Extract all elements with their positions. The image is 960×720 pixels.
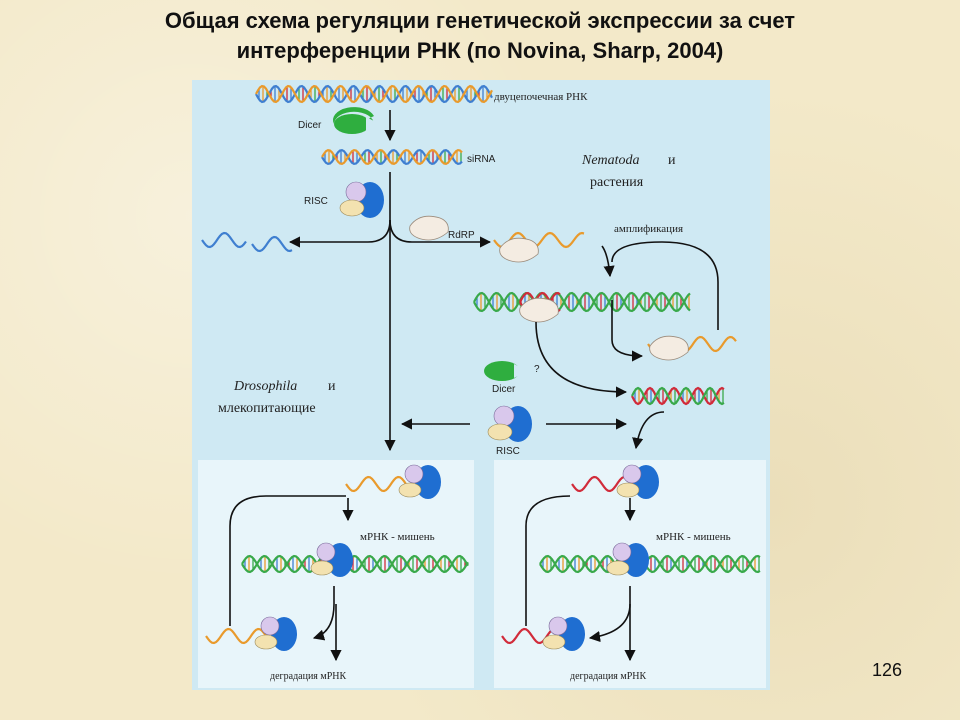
arrow-right-loop bbox=[525, 495, 571, 626]
rdrp-enzyme bbox=[409, 215, 449, 241]
label-drosophila-and: и bbox=[328, 379, 336, 394]
label-dsrna: двуцепочечная РНК bbox=[494, 91, 588, 103]
label-dicer-middle: Dicer bbox=[492, 384, 516, 395]
right-target-mrna bbox=[539, 554, 761, 574]
label-degradation-right: деградация мРНК bbox=[570, 671, 647, 682]
label-sirna: siRNA bbox=[467, 154, 496, 165]
sirna-strand-left-b bbox=[251, 235, 293, 253]
risc-complex-left-top bbox=[398, 464, 441, 499]
rdrp-on-template-top bbox=[499, 237, 539, 263]
title-line-2: интерференции РНК (по Novina, Sharp, 200… bbox=[236, 38, 724, 63]
slide-title: Общая схема регуляции генетической экспр… bbox=[0, 6, 960, 66]
risc-complex-top bbox=[339, 181, 384, 218]
arrow-to-rdrp-right bbox=[611, 300, 644, 362]
dicer-enzyme-top bbox=[332, 107, 380, 134]
label-degradation-left: деградация мРНК bbox=[270, 671, 347, 682]
label-nematoda: Nematoda bbox=[581, 153, 640, 168]
sirna-strand-left-a bbox=[201, 231, 247, 249]
arrow-left-loop bbox=[229, 495, 346, 626]
arrow-amp-down bbox=[601, 245, 615, 278]
rdrp-on-template-right bbox=[649, 335, 689, 361]
label-risc-top: RISC bbox=[304, 196, 328, 207]
label-dicer-question: ? bbox=[534, 364, 540, 375]
label-target-right: мРНК - мишень bbox=[656, 531, 731, 543]
label-nematoda-and: и bbox=[668, 153, 676, 168]
label-risc-middle: RISC bbox=[496, 446, 520, 457]
arrow-amp-loop bbox=[611, 241, 719, 330]
sirna-helix bbox=[321, 148, 463, 166]
risc-complex-right-target bbox=[606, 542, 649, 577]
label-drosophila: Drosophila bbox=[233, 379, 297, 394]
label-rdrp: RdRP bbox=[448, 230, 475, 241]
slide-number: 126 bbox=[871, 660, 902, 680]
dicer-enzyme-middle bbox=[484, 361, 528, 381]
title-line-1: Общая схема регуляции генетической экспр… bbox=[164, 8, 796, 33]
risc-complex-left-target bbox=[310, 542, 353, 577]
risc-complex-middle bbox=[487, 405, 532, 442]
arrow-left-to-complex bbox=[312, 586, 335, 641]
left-guide-strand bbox=[345, 475, 417, 493]
arrow-to-amplification bbox=[389, 219, 492, 248]
label-dicer-top: Dicer bbox=[298, 120, 322, 131]
label-mammals: млекопитающие bbox=[218, 401, 316, 416]
label-plants: растения bbox=[590, 175, 644, 190]
flow-arrows bbox=[229, 110, 719, 662]
label-amplification: амплификация bbox=[614, 223, 683, 235]
risc-complex-right-bottom bbox=[542, 616, 585, 651]
arrow-to-dsrna-right bbox=[535, 321, 628, 398]
risc-complex-right-top bbox=[616, 464, 659, 499]
amp-dsrna-diced bbox=[631, 386, 725, 406]
risc-complex-left-bottom bbox=[254, 616, 297, 651]
arrow-to-right-panel bbox=[632, 411, 665, 450]
rdrp-on-template-mid bbox=[519, 297, 559, 323]
dsrna-helix bbox=[255, 84, 493, 104]
label-target-left: мРНК - мишень bbox=[360, 531, 435, 543]
